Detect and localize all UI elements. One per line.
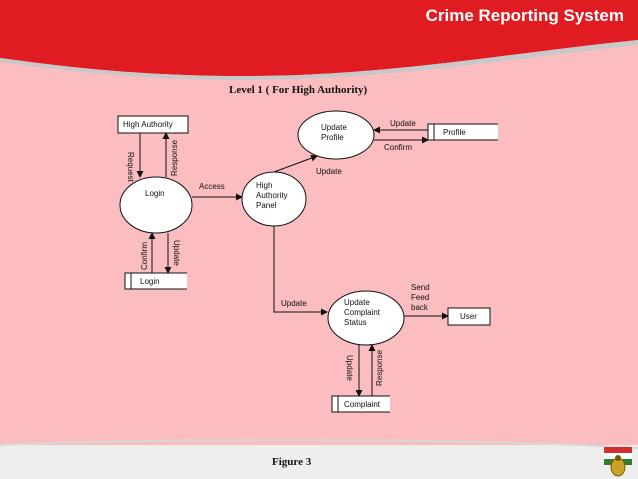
process-update-complaint-status: Update Complaint Status xyxy=(327,290,405,346)
datastore-complaint-label: Complaint xyxy=(344,400,381,409)
flow-complaint-response-label: Response xyxy=(375,349,384,386)
diagram-heading: Level 1 ( For High Authority) xyxy=(229,84,368,96)
update-status-label-line-1: Update xyxy=(344,298,370,307)
update-profile-label-line-1: Update xyxy=(321,123,347,132)
flow-profile-confirm-label: Confirm xyxy=(384,143,412,152)
datastore-complaint: Complaint xyxy=(331,395,390,413)
flow-request-label: Request xyxy=(126,152,135,183)
entity-user: User xyxy=(447,307,491,326)
datastore-login-label: Login xyxy=(140,277,160,286)
flow-access-label: Access xyxy=(199,182,225,191)
title-banner xyxy=(0,0,638,77)
footer-band xyxy=(0,445,638,479)
process-high-authority-panel: High Authority Panel xyxy=(241,171,307,227)
slide-title: Crime Reporting System xyxy=(425,6,624,25)
flow-send-feedback-line-3: back xyxy=(411,303,429,312)
update-profile-label-line-2: Profile xyxy=(321,133,344,142)
flow-complaint-update-label: Update xyxy=(345,355,354,381)
process-update-profile: Update Profile xyxy=(297,110,375,160)
figure-caption: Figure 3 xyxy=(272,456,312,468)
flow-panel-update-arrow xyxy=(273,154,318,173)
flow-send-feedback-line-2: Feed xyxy=(411,293,429,302)
flow-status-update-arrow xyxy=(273,226,328,316)
flow-update-label: Update xyxy=(172,240,181,266)
datastore-login: Login xyxy=(124,272,187,290)
banner-edge xyxy=(0,40,638,81)
flow-panel-update-label: Update xyxy=(316,167,342,176)
process-login-label: Login xyxy=(145,189,165,198)
panel-label-line-3: Panel xyxy=(256,201,277,210)
update-status-label-line-3: Status xyxy=(344,318,367,327)
flow-send-feedback-line-1: Send xyxy=(411,283,430,292)
entity-high-authority-label: High Authority xyxy=(123,120,173,129)
footer-curve xyxy=(0,439,638,449)
update-status-label-line-2: Complaint xyxy=(344,308,381,317)
panel-label-line-2: Authority xyxy=(256,191,288,200)
flow-status-update-label: Update xyxy=(281,299,307,308)
flow-response-label: Response xyxy=(170,139,179,176)
datastore-profile: Profile xyxy=(427,123,498,141)
flow-confirm-label: Confirm xyxy=(140,242,149,270)
entity-high-authority: High Authority xyxy=(117,115,189,134)
process-login: Login xyxy=(119,176,193,234)
flow-profile-update-label: Update xyxy=(390,119,416,128)
emblem-logo xyxy=(604,447,632,477)
panel-label-line-1: High xyxy=(256,181,272,190)
entity-user-label: User xyxy=(460,312,477,321)
datastore-profile-label: Profile xyxy=(443,128,466,137)
